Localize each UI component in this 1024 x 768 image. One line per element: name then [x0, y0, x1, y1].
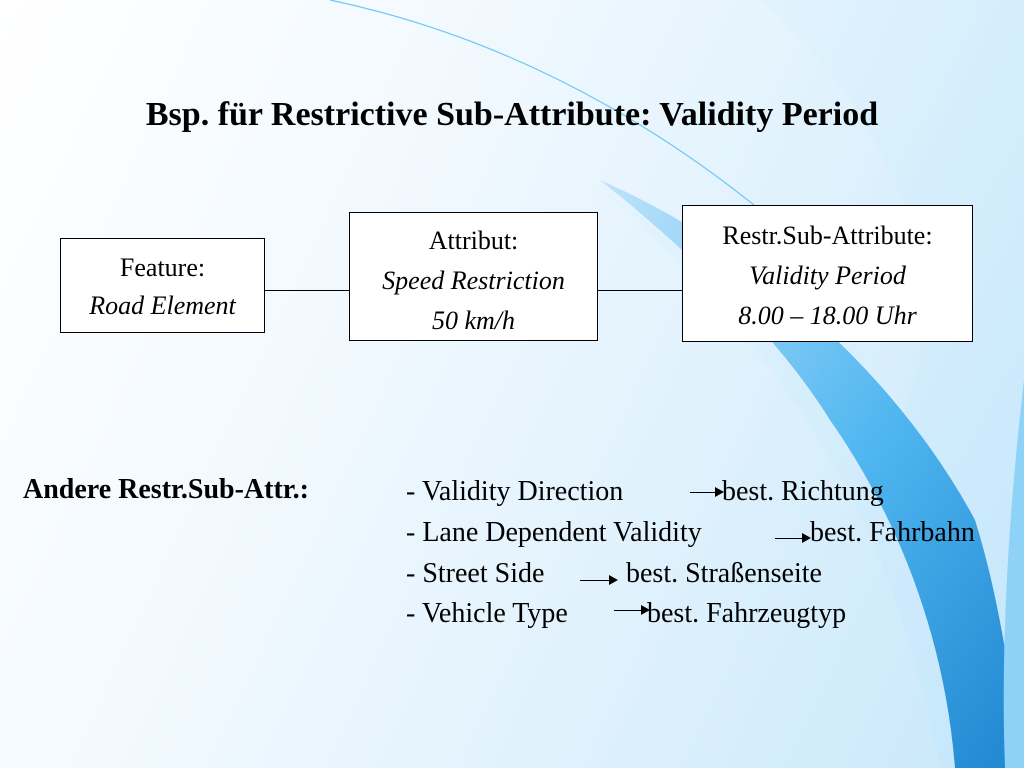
- other-item-validity-direction-translation: best. Richtung: [722, 476, 884, 507]
- other-item-lane-dependent-name: - Lane Dependent Validity: [406, 517, 702, 548]
- sub-attribute-detail: 8.00 – 18.00 Uhr: [738, 301, 917, 330]
- sub-attribute-label: Restr.Sub-Attribute:: [722, 221, 933, 250]
- attribute-box: Attribut: Speed Restriction 50 km/h: [349, 212, 598, 341]
- sub-attribute-box: Restr.Sub-Attribute: Validity Period 8.0…: [682, 205, 973, 342]
- page-title: Bsp. für Restrictive Sub-Attribute: Vali…: [145, 96, 879, 133]
- connector-feature-attribute: [265, 290, 349, 291]
- arrow-icon: [580, 575, 618, 585]
- attribute-label: Attribut:: [428, 226, 519, 255]
- other-sub-attributes-label: Andere Restr.Sub-Attr.:: [23, 474, 309, 505]
- other-item-street-side-translation: best. Straßenseite: [626, 558, 822, 589]
- other-item-vehicle-type-name: - Vehicle Type: [406, 598, 568, 629]
- swoosh-dark: [600, 180, 1024, 768]
- attribute-detail: 50 km/h: [431, 306, 516, 335]
- feature-label: Feature:: [119, 253, 206, 282]
- feature-box: Feature: Road Element: [60, 238, 265, 333]
- arrow-icon: [690, 487, 724, 497]
- other-item-validity-direction-name: - Validity Direction: [406, 476, 624, 507]
- other-item-street-side-name: - Street Side: [406, 558, 545, 589]
- attribute-value: Speed Restriction: [382, 266, 565, 295]
- other-item-vehicle-type-translation: best. Fahrzeugtyp: [647, 598, 847, 629]
- arrow-icon: [614, 605, 650, 615]
- sub-attribute-value: Validity Period: [749, 261, 906, 290]
- connector-attribute-subattribute: [598, 290, 682, 291]
- other-item-lane-dependent-translation: best. Fahrbahn: [810, 517, 975, 548]
- feature-value: Road Element: [89, 291, 236, 320]
- arrow-icon: [775, 533, 811, 543]
- swoosh-edge: [1003, 380, 1024, 768]
